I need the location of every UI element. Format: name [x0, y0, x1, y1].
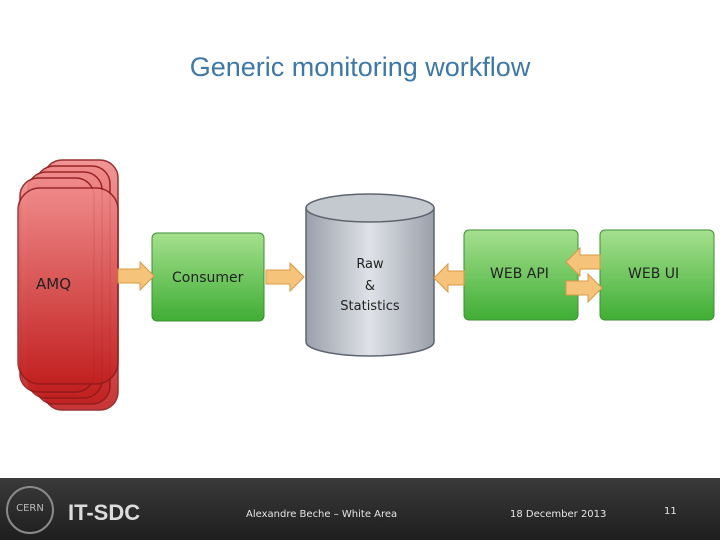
amq-stack — [17, 159, 119, 411]
db-label-statistics: Statistics — [340, 299, 400, 314]
arrow-api-db — [433, 262, 465, 294]
cern-logo-text: CERN — [16, 503, 44, 514]
database-cylinder — [305, 193, 435, 357]
cern-logo: CERN — [6, 486, 54, 534]
amq-label: AMQ — [36, 275, 71, 293]
footer-bar: CERN IT-SDC Alexandre Beche – White Area… — [0, 478, 720, 540]
web-ui-box — [599, 229, 715, 321]
web-api-label: WEB API — [490, 266, 549, 282]
footer-author: Alexandre Beche – White Area — [246, 509, 398, 520]
consumer-label: Consumer — [172, 270, 244, 286]
db-label-amp: & — [365, 279, 375, 294]
footer-brand: IT-SDC — [68, 500, 141, 525]
web-ui-label: WEB UI — [628, 266, 679, 282]
footer-page-number: 11 — [664, 506, 677, 517]
arrow-consumer-db — [265, 261, 305, 293]
footer-date: 18 December 2013 — [510, 509, 607, 520]
workflow-diagram: AMQ Consumer Raw & Statistics WEB API WE… — [17, 159, 715, 411]
db-label-raw: Raw — [356, 257, 384, 272]
arrow-amq-consumer — [117, 260, 155, 292]
arrow-ui-api-top — [565, 246, 601, 278]
arrow-api-ui-bottom — [565, 272, 603, 304]
slide-title: Generic monitoring workflow — [189, 52, 531, 82]
